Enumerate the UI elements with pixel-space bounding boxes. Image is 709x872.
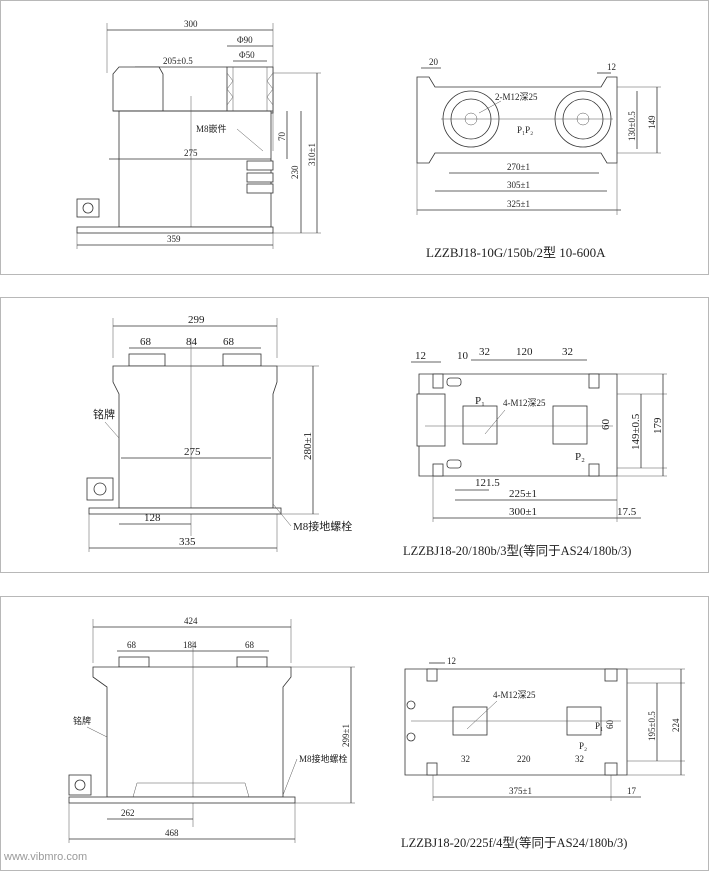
caption-panel-1: LZZBJ18-10G/150b/2型 10-600A [426, 245, 606, 260]
label-p1-3: P₁ [595, 721, 603, 731]
dim-60: 60 [600, 419, 612, 431]
panel-lzzbj18-20-225f: 424 68 184 68 铭牌 262 468 299±1 M8接地螺栓 [0, 596, 709, 871]
top-view-2: P₁ P₂ 4-M12深25 12 10 32 120 32 121.5 225… [411, 346, 667, 522]
dim-280: 280±1 [302, 432, 314, 460]
dim-179: 179 [652, 417, 664, 434]
dim-300: 300±1 [509, 506, 537, 518]
dim-424: 424 [184, 616, 198, 626]
watermark: www.vibmro.com [4, 851, 88, 863]
dim-68b: 68 [223, 336, 235, 348]
drawing-panel-3: 424 68 184 68 铭牌 262 468 299±1 M8接地螺栓 [68, 616, 685, 850]
bushing-cap-left [112, 66, 164, 112]
dim-230: 230 [290, 165, 300, 179]
dim-60-3: 60 [605, 720, 615, 730]
dim-224: 224 [671, 718, 681, 732]
dim-205: 205±0.5 [163, 56, 193, 66]
base-plate-3 [68, 796, 296, 804]
dim-32b-3: 32 [575, 754, 584, 764]
dim-270: 270±1 [507, 162, 530, 172]
terminal-box-3 [68, 774, 92, 796]
dim-262: 262 [121, 808, 135, 818]
front-view-3: 424 68 184 68 铭牌 262 468 299±1 M8接地螺栓 [68, 616, 355, 843]
label-m8-insert: M8嵌件 [196, 123, 227, 134]
terminal-p2-2 [552, 405, 588, 445]
dim-70: 70 [277, 132, 287, 142]
dim-32a-3: 32 [461, 754, 470, 764]
label-m8-ground-2: M8接地螺栓 [293, 519, 352, 533]
label-nameplate-3: 铭牌 [73, 715, 91, 726]
label-m8-ground-3: M8接地螺栓 [299, 753, 348, 764]
dim-phi50: Φ50 [239, 50, 255, 60]
top-view-1: 2-M12深25 P₁P₂ 20 12 270±1 305±1 325±1 13… [416, 57, 661, 215]
dim-20: 20 [429, 57, 439, 67]
dim-68b: 68 [245, 640, 255, 650]
label-p2-3: P₂ [579, 741, 587, 751]
dim-468: 468 [165, 828, 179, 838]
top-view-outline [416, 76, 618, 164]
terminal-box-2 [86, 477, 114, 501]
label-4-m12: 4-M12深25 [503, 398, 546, 408]
label-2-m12: 2-M12深25 [495, 92, 538, 102]
transformer-body [118, 110, 272, 228]
dim-10: 10 [457, 350, 469, 362]
panel-lzzbj18-20-180b: 299 68 84 68 275 铭牌 128 335 280±1 M8接地螺栓 [0, 297, 709, 573]
dim-12: 12 [415, 350, 426, 362]
dim-68a: 68 [127, 640, 137, 650]
caption-panel-2: LZZBJ18-20/180b/3型(等同于AS24/180b/3) [403, 543, 631, 558]
dim-121: 121.5 [475, 477, 500, 489]
dim-359: 359 [167, 234, 181, 244]
top-view-outline-3 [404, 668, 628, 776]
transformer-body-2 [112, 365, 278, 509]
drawing-panel-1: 300 Φ90 Φ50 205±0.5 275 M8嵌件 359 [76, 19, 661, 260]
dim-225: 225±1 [509, 488, 537, 500]
dim-32b: 32 [562, 346, 573, 358]
dim-184: 184 [183, 640, 197, 650]
dim-305: 305±1 [507, 180, 530, 190]
top-view-3: 4-M12深25 P₁ P₂ 12 32 220 32 375±1 17 60 … [404, 656, 685, 801]
dim-130: 130±0.5 [627, 111, 637, 141]
label-4-m12-3: 4-M12深25 [493, 690, 536, 700]
front-view-2: 299 68 84 68 275 铭牌 128 335 280±1 M8接地螺栓 [86, 314, 352, 552]
dim-220: 220 [517, 754, 531, 764]
transformer-body-3 [92, 666, 292, 798]
base-plate-2 [88, 507, 282, 515]
drawing-panel-2: 299 68 84 68 275 铭牌 128 335 280±1 M8接地螺栓 [86, 314, 667, 558]
dim-299: 299 [188, 314, 205, 326]
dim-12: 12 [607, 62, 616, 72]
terminal-p1-2 [462, 405, 498, 445]
dim-phi90: Φ90 [237, 35, 253, 45]
dim-275: 275 [184, 446, 201, 458]
dim-300: 300 [184, 19, 198, 29]
label-p2: P₂ [575, 451, 585, 463]
dim-17-3: 17 [627, 786, 637, 796]
dim-195: 195±0.5 [647, 711, 657, 741]
label-nameplate-2: 铭牌 [93, 407, 115, 421]
dim-32a: 32 [479, 346, 490, 358]
base-plate [76, 226, 274, 234]
dim-120: 120 [516, 346, 533, 358]
dim-149-2: 149±0.5 [630, 413, 642, 450]
dim-310: 310±1 [307, 143, 317, 166]
bushing-right [226, 66, 274, 114]
label-p1p2: P₁P₂ [517, 125, 533, 135]
dim-275: 275 [184, 148, 198, 158]
dim-149: 149 [647, 115, 657, 129]
dim-128: 128 [144, 512, 161, 524]
label-p1: P₁ [475, 395, 485, 407]
dim-68a: 68 [140, 336, 152, 348]
dim-17: 17.5 [617, 506, 637, 518]
panel-lzzbj18-10g: 300 Φ90 Φ50 205±0.5 275 M8嵌件 359 [0, 0, 709, 275]
dim-325: 325±1 [507, 199, 530, 209]
dim-299-3: 299±1 [341, 724, 351, 747]
dim-375: 375±1 [509, 786, 532, 796]
front-view-1: 300 Φ90 Φ50 205±0.5 275 M8嵌件 359 [76, 19, 321, 249]
dim-84: 84 [186, 336, 198, 348]
dim-12-3: 12 [447, 656, 456, 666]
dim-335: 335 [179, 536, 196, 548]
terminal-box [76, 198, 100, 218]
caption-panel-3: LZZBJ18-20/225f/4型(等同于AS24/180b/3) [401, 835, 627, 850]
